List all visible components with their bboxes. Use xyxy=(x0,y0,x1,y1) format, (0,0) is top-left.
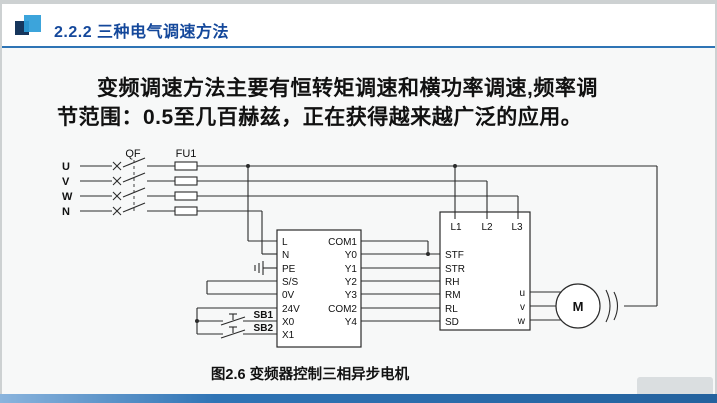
body-paragraph: 变频调速方法主要有恒转矩调速和横功率调速,频率调 节范围：0.5至几百赫兹，正在… xyxy=(57,74,663,132)
frame-right xyxy=(715,0,717,403)
inverter-top-terminals: L1 L2 L3 xyxy=(450,212,523,233)
page-title: 2.2.2 三种电气调速方法 xyxy=(54,24,230,41)
circuit-diagram: U V W N QF FU1 xyxy=(62,148,658,348)
svg-text:N: N xyxy=(282,250,289,261)
svg-text:Y1: Y1 xyxy=(345,264,358,275)
figure-caption: 图2.6 变频器控制三相异步电机 xyxy=(210,367,410,383)
slide-header: 2.2.2 三种电气调速方法 xyxy=(2,4,715,46)
inverter-right-terminals: u v w xyxy=(517,288,526,327)
paragraph-line-1: 变频调速方法主要有恒转矩调速和横功率调速,频率调 xyxy=(97,77,598,100)
svg-text:Y2: Y2 xyxy=(345,277,358,288)
svg-text:v: v xyxy=(520,302,525,313)
svg-text:RH: RH xyxy=(445,277,459,288)
supply-drops xyxy=(246,164,519,255)
motor-right-detail xyxy=(605,166,658,323)
svg-text:COM1: COM1 xyxy=(328,237,357,248)
svg-text:Y3: Y3 xyxy=(345,290,358,301)
motor-circle xyxy=(555,283,601,329)
phase-line-u xyxy=(80,157,657,171)
svg-text:S/S: S/S xyxy=(282,277,298,288)
svg-text:u: u xyxy=(519,288,525,299)
controller-box xyxy=(276,229,362,348)
phase-label-n: N xyxy=(62,206,70,218)
control-wires xyxy=(361,240,440,322)
svg-text:STF: STF xyxy=(445,250,464,261)
svg-text:L: L xyxy=(282,237,288,248)
button-label-sb2: SB2 xyxy=(254,323,274,334)
svg-text:COM2: COM2 xyxy=(328,304,357,315)
phase-line-w xyxy=(80,187,518,201)
frame-top xyxy=(0,0,717,4)
ground-symbol xyxy=(254,261,277,275)
svg-text:L3: L3 xyxy=(511,222,523,233)
breaker-label: QF xyxy=(125,148,141,160)
controller-left-terminals: L N PE S/S 0V 24V X0 X1 xyxy=(282,237,300,341)
ss-0v-jumper xyxy=(206,280,277,295)
motor-wires xyxy=(530,291,561,321)
svg-text:SD: SD xyxy=(445,317,459,328)
paragraph-line-2: 节范围：0.5至几百赫兹，正在获得越来越广泛的应用。 xyxy=(57,106,583,129)
phase-label-u: U xyxy=(62,161,70,173)
bottom-accent-bar xyxy=(0,394,717,403)
button-label-sb1: SB1 xyxy=(254,310,274,321)
inverter-box xyxy=(439,211,531,331)
svg-text:STR: STR xyxy=(445,264,465,275)
bullet-squares-icon xyxy=(15,12,47,44)
light-square-icon xyxy=(24,15,41,32)
frame-left xyxy=(0,0,2,403)
phase-line-v xyxy=(80,172,487,186)
controller-right-terminals: COM1 Y0 Y1 Y2 Y3 COM2 Y4 xyxy=(328,237,357,328)
svg-text:RL: RL xyxy=(445,304,458,315)
svg-text:Y4: Y4 xyxy=(345,317,358,328)
inverter-left-terminals: STF STR RH RM RL SD xyxy=(445,250,465,328)
phase-label-v: V xyxy=(62,176,70,188)
motor-label: M xyxy=(573,299,584,314)
pushbutton-circuit xyxy=(195,307,277,339)
svg-text:24V: 24V xyxy=(282,304,300,315)
svg-text:w: w xyxy=(517,316,526,327)
svg-text:L2: L2 xyxy=(481,222,493,233)
svg-text:L1: L1 xyxy=(450,222,462,233)
svg-text:X1: X1 xyxy=(282,330,295,341)
watermark xyxy=(637,377,713,397)
svg-text:Y0: Y0 xyxy=(345,250,358,261)
svg-text:0V: 0V xyxy=(282,290,295,301)
svg-text:PE: PE xyxy=(282,264,296,275)
phase-line-n xyxy=(80,202,262,216)
header-divider xyxy=(2,46,715,48)
svg-text:RM: RM xyxy=(445,290,461,301)
phase-label-w: W xyxy=(62,191,73,203)
fuse-label: FU1 xyxy=(176,148,197,160)
svg-text:X0: X0 xyxy=(282,317,295,328)
